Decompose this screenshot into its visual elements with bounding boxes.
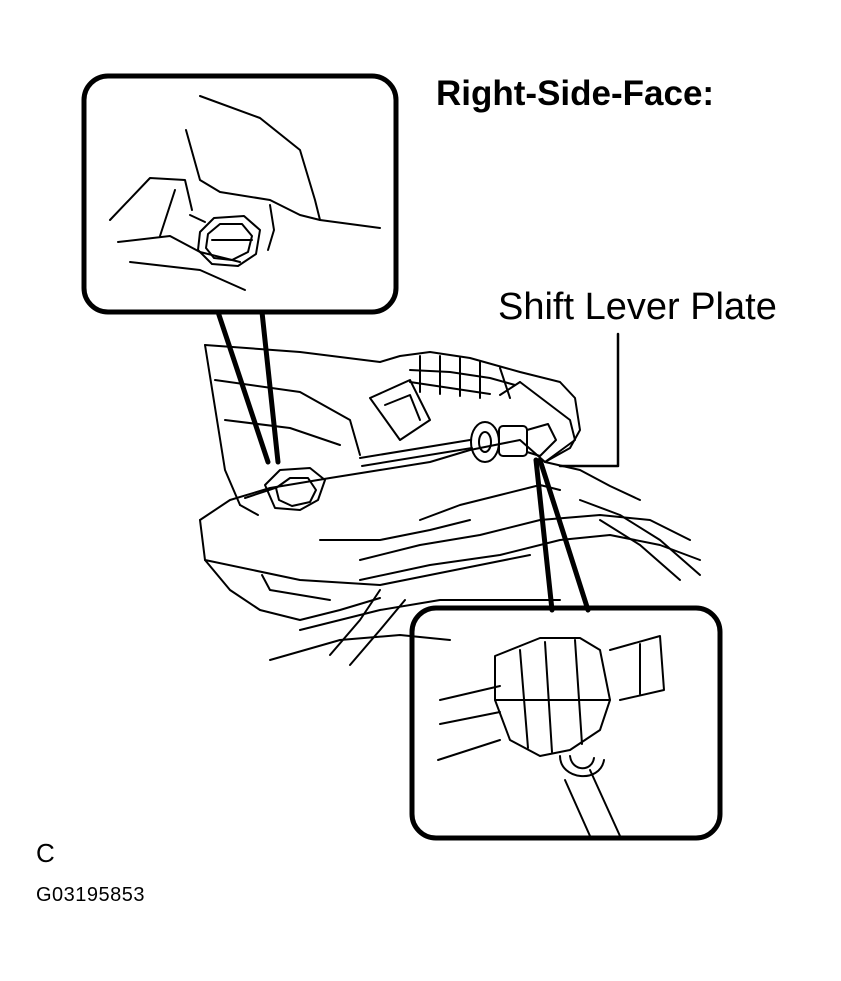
pointer-line-left bbox=[215, 309, 271, 465]
pointer-line-right-lower bbox=[537, 457, 591, 613]
pointer-line-left-lower bbox=[533, 457, 555, 613]
callout-leader-line bbox=[558, 332, 620, 468]
figure-id: G03195853 bbox=[36, 884, 146, 906]
view-letter: C bbox=[36, 838, 55, 868]
detail-bolt-balloon bbox=[81, 73, 399, 465]
pointer-line-right bbox=[259, 309, 281, 465]
shift-lever-plate-label: Shift Lever Plate bbox=[498, 286, 777, 328]
detail-frame-top bbox=[81, 73, 399, 315]
view-title: Right-Side-Face: bbox=[436, 74, 715, 113]
detail-clip-balloon bbox=[409, 457, 723, 841]
transmission-assembly bbox=[199, 344, 701, 666]
detail-frame-bottom bbox=[409, 605, 723, 841]
